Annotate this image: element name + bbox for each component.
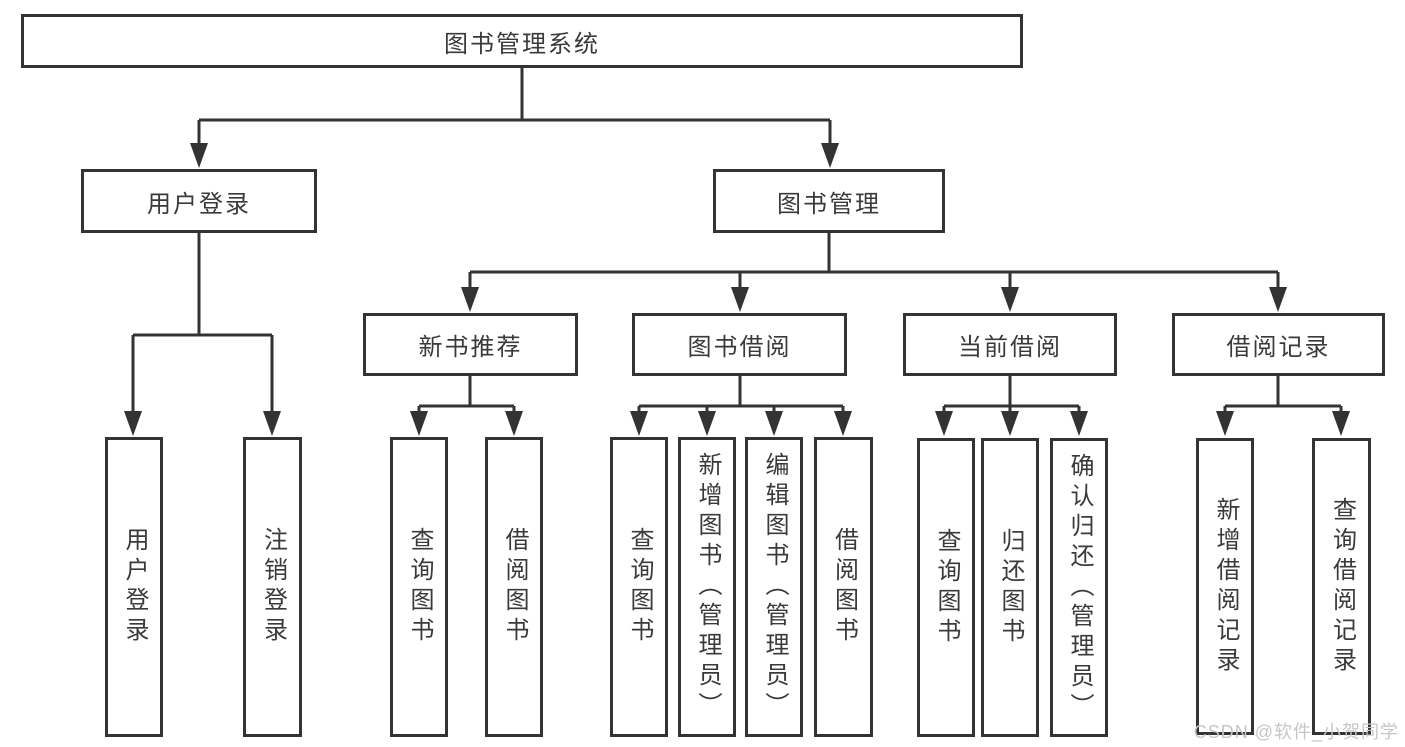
leaf-query-borrow-record: 查询借阅记录 (1312, 438, 1371, 735)
leaf-add-borrow-record-label: 新增借阅记录 (1212, 496, 1239, 677)
node-current-borrow: 当前借阅 (903, 313, 1117, 376)
leaf-logout-label: 注销登录 (259, 527, 287, 647)
leaf-query-books-3-label: 查询图书 (933, 527, 960, 648)
node-user-login-branch: 用户登录 (81, 169, 317, 233)
leaf-return-book-label: 归还图书 (997, 527, 1024, 648)
leaf-add-borrow-record: 新增借阅记录 (1196, 438, 1254, 735)
leaf-borrow-books-1-label: 借阅图书 (501, 527, 528, 647)
leaf-confirm-return-admin: 确认归还（管理员） (1050, 438, 1108, 737)
leaf-query-books-1: 查询图书 (390, 437, 448, 737)
leaf-user-login-label: 用户登录 (121, 527, 148, 647)
leaf-borrow-books-2: 借阅图书 (814, 437, 873, 737)
node-book-borrow-label: 图书借阅 (687, 334, 792, 361)
leaf-borrow-books-2-label: 借阅图书 (830, 527, 858, 647)
leaf-borrow-books-1: 借阅图书 (485, 437, 543, 737)
node-book-management-label: 图书管理 (777, 190, 881, 218)
leaf-add-book-admin: 新增图书（管理员） (678, 437, 736, 737)
leaf-confirm-return-admin-label: 确认归还（管理员） (1066, 452, 1093, 723)
node-borrow-record: 借阅记录 (1172, 313, 1385, 376)
node-book-borrow: 图书借阅 (632, 313, 847, 376)
leaf-edit-book-admin-label: 编辑图书（管理员） (761, 452, 788, 722)
node-root: 图书管理系统 (21, 14, 1023, 68)
leaf-query-books-3: 查询图书 (917, 438, 975, 737)
node-root-label: 图书管理系统 (444, 30, 600, 58)
csdn-watermark: CSDN @软件_小贺同学 (1193, 722, 1399, 742)
node-new-book-recommend-label: 新书推荐 (418, 334, 523, 361)
node-new-book-recommend: 新书推荐 (363, 313, 578, 376)
leaf-query-books-1-label: 查询图书 (406, 527, 433, 647)
leaf-query-books-2-label: 查询图书 (626, 527, 653, 647)
node-user-login-branch-label: 用户登录 (147, 190, 251, 218)
node-current-borrow-label: 当前借阅 (958, 334, 1062, 361)
leaf-edit-book-admin: 编辑图书（管理员） (745, 437, 803, 737)
leaf-query-books-2: 查询图书 (610, 437, 668, 737)
leaf-query-borrow-record-label: 查询借阅记录 (1328, 496, 1356, 677)
leaf-user-login: 用户登录 (105, 437, 163, 737)
arrowheads (124, 143, 1350, 436)
leaf-return-book: 归还图书 (981, 438, 1039, 737)
node-borrow-record-label: 借阅记录 (1226, 334, 1331, 361)
leaf-add-book-admin-label: 新增图书（管理员） (694, 452, 721, 722)
node-book-management: 图书管理 (713, 169, 945, 233)
leaf-logout: 注销登录 (243, 437, 302, 737)
